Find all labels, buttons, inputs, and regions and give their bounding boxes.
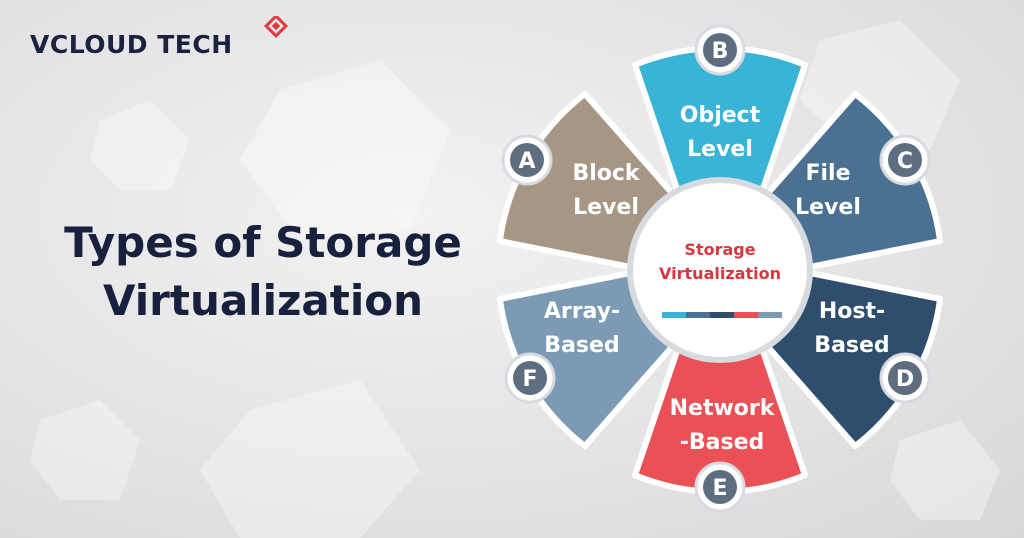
segment-e-label-line-2: -Based [680,430,765,455]
badge-e: E [694,461,746,513]
segment-a-label-line-1: Block [572,161,640,186]
badge-f: F [504,352,556,404]
segment-b-label-line-1: Object [680,103,761,128]
page-title: Types of Storage Virtualization [18,214,508,330]
badge-d: D [879,352,931,404]
brand-name: VCLOUD TECH [30,29,233,59]
segment-d-label-line-1: Host- [819,299,885,324]
segment-a-label-line-2: Level [573,195,639,220]
title-line-2: Virtualization [102,276,423,325]
title-line-1: Types of Storage [64,218,462,267]
badge-e-letter: E [712,476,727,501]
center-label-line-2: Virtualization [659,264,781,283]
segment-b-label-line-2: Level [687,137,753,162]
badge-b: B [694,24,746,76]
badge-c-letter: C [897,149,913,174]
badge-a-letter: A [518,149,535,174]
segment-d-label-line-2: Based [814,333,889,358]
badge-d-letter: D [896,367,914,392]
segment-e-label-line-1: Network [670,396,776,421]
badge-c: C [879,134,931,186]
segment-f-label-line-1: Array- [544,299,620,324]
badge-f-letter: F [522,367,537,392]
brand-logo: VCLOUD TECH [30,16,288,62]
logo-diamond-icon [263,16,288,39]
center-label-line-1: Storage [684,240,755,259]
segment-c-label-line-2: Level [795,195,861,220]
badge-b-letter: B [712,39,729,64]
center-color-bar [662,312,782,318]
segment-c-label-line-1: File [805,161,850,186]
badge-a: A [501,134,553,186]
segment-f-label-line-2: Based [544,333,619,358]
